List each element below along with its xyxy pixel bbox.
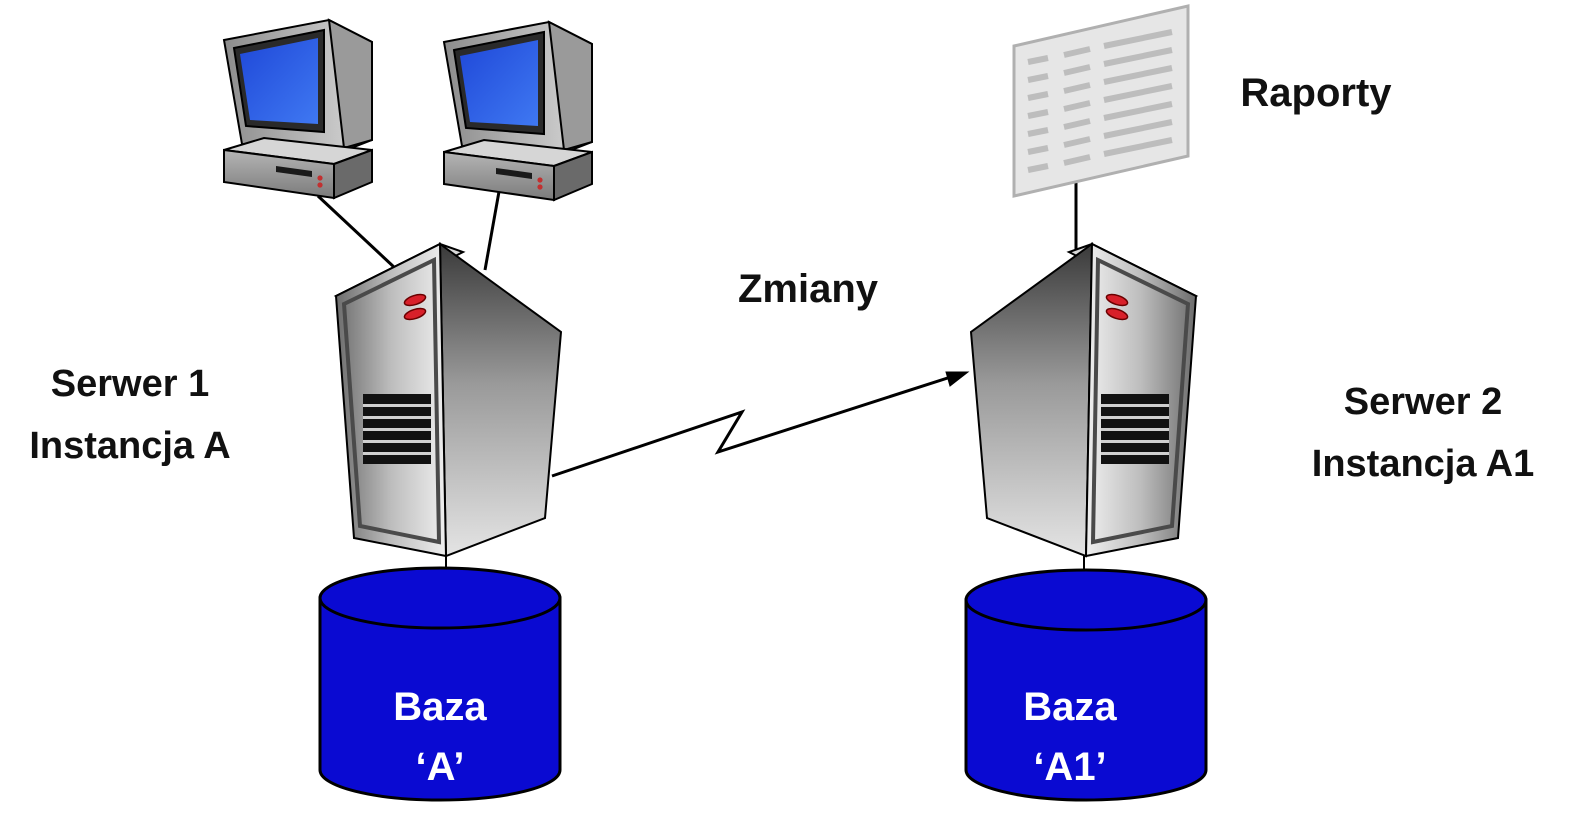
database-cylinder-icon	[318, 566, 562, 802]
db2-title-label: Baza	[1023, 685, 1117, 729]
workstation2-link	[483, 185, 502, 271]
db2-name-label: ‘A1’	[1033, 745, 1106, 789]
server1-name-label: Serwer 1	[51, 363, 209, 405]
server2-name-label: Serwer 2	[1344, 381, 1502, 423]
changes-label: Zmiany	[738, 267, 879, 311]
database-cylinder-icon	[964, 568, 1208, 802]
workstation-icon	[443, 21, 593, 201]
tower-server-icon	[334, 242, 563, 558]
report-document-icon	[1012, 4, 1190, 198]
workstation-icon	[223, 19, 373, 199]
tower-server-icon	[969, 242, 1198, 558]
server1-instance-label: Instancja A	[29, 425, 230, 467]
workstation1-link	[316, 194, 397, 270]
changes-replication-link	[551, 372, 961, 478]
changes-arrowhead	[945, 371, 970, 387]
reports-label: Raporty	[1240, 71, 1392, 115]
db1-title-label: Baza	[393, 685, 487, 729]
db1-name-label: ‘A’	[416, 745, 465, 789]
server2-instance-label: Instancja A1	[1312, 443, 1534, 485]
